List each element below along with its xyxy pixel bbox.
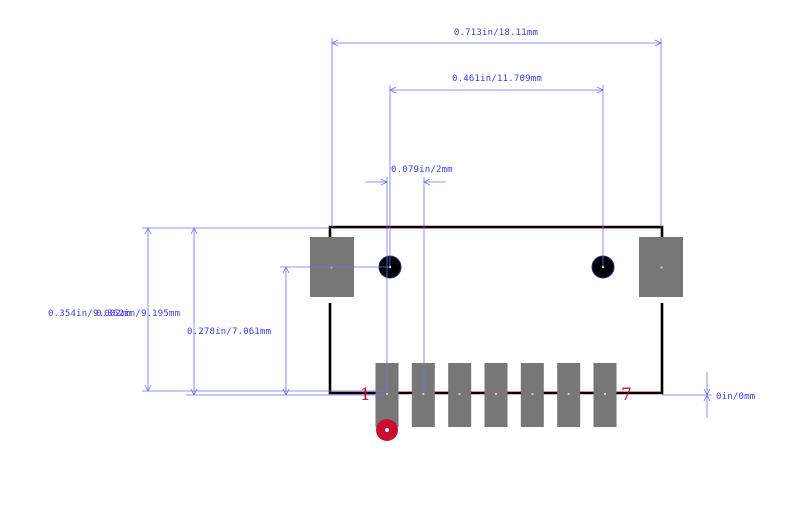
dimension-label-pin-pitch: 0.079in/2mm <box>391 165 453 175</box>
pad-center-mark <box>330 266 333 269</box>
dimension-pin-pitch: 0.079in/2mm <box>365 165 453 393</box>
dimension-label-height-c: 0.278in/7.061mm <box>187 327 271 337</box>
dimension-label-hole-spacing: 0.461in/11.709mm <box>452 74 542 84</box>
dimension-heights: 0.354in/9.002mm 0.362in/9.195mm 0.278in/… <box>48 227 390 396</box>
mounting-holes <box>378 255 615 279</box>
dimension-overall-width: 0.713in/18.11mm <box>331 28 662 227</box>
dimension-hole-spacing: 0.461in/11.709mm <box>389 74 604 267</box>
dimension-label-zero: 0in/0mm <box>716 392 755 402</box>
pad-center-mark <box>458 393 461 395</box>
pad-center-mark <box>531 393 534 395</box>
pad-center-mark <box>604 393 606 395</box>
pad-center-mark <box>660 266 663 269</box>
dimension-label-height-a: 0.354in/9.002mm <box>48 309 132 319</box>
pad-center-mark <box>422 393 425 395</box>
dimension-label-overall-width: 0.713in/18.11mm <box>454 28 538 38</box>
dimension-label-height-b: 0.362in/9.195mm <box>96 309 180 319</box>
pad-center-mark <box>386 393 388 395</box>
signal-pads <box>375 363 617 427</box>
dimension-zero: 0in/0mm <box>662 372 755 418</box>
pin-label-first: 1 <box>360 385 371 405</box>
pad-center-mark <box>495 393 497 395</box>
pad-center-mark <box>567 393 570 395</box>
pin-label-last: 7 <box>621 385 632 405</box>
pin1-marker-icon <box>376 419 398 441</box>
